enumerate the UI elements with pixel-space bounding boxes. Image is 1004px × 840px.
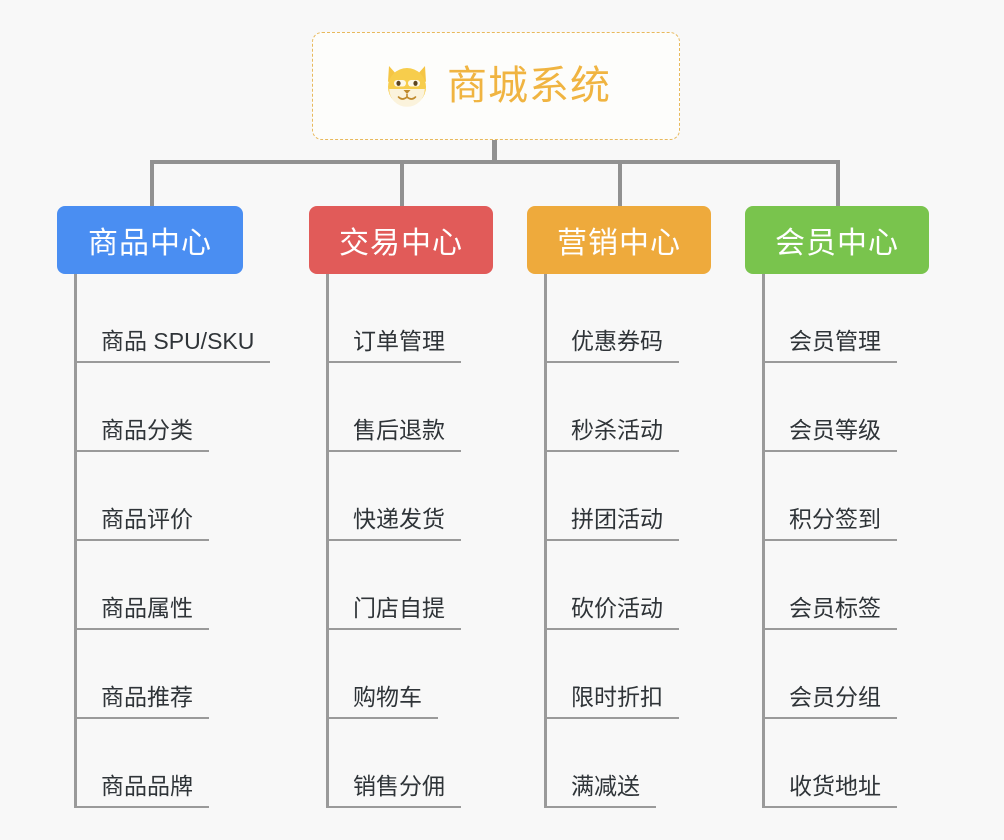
leaf-label: 积分签到 (789, 506, 881, 532)
leaf-item[interactable]: 商品推荐 (77, 630, 209, 719)
leaf-underline: 商品属性 (77, 594, 209, 630)
leaf-underline: 订单管理 (329, 327, 461, 363)
leaf-label: 商品分类 (101, 417, 193, 443)
category-card-trade-center[interactable]: 交易中心 (309, 206, 493, 274)
connector-drop-trade-center (400, 160, 404, 208)
leaf-underline: 商品品牌 (77, 772, 209, 808)
leaf-item[interactable]: 商品分类 (77, 363, 209, 452)
leaf-item[interactable]: 商品品牌 (77, 719, 209, 808)
leaf-underline: 销售分佣 (329, 772, 461, 808)
leaf-label: 门店自提 (353, 595, 445, 621)
leaf-item[interactable]: 快递发货 (329, 452, 461, 541)
leaf-item[interactable]: 商品属性 (77, 541, 209, 630)
leaf-underline: 售后退款 (329, 416, 461, 452)
connector-drop-marketing-center (618, 160, 622, 208)
leaf-item[interactable]: 门店自提 (329, 541, 461, 630)
leaf-underline: 会员管理 (765, 327, 897, 363)
leaf-underline: 快递发货 (329, 505, 461, 541)
leaf-underline: 商品分类 (77, 416, 209, 452)
leaf-label: 限时折扣 (571, 684, 663, 710)
leaf-underline: 满减送 (547, 772, 656, 808)
leaf-label: 会员管理 (789, 328, 881, 354)
leaf-item[interactable]: 会员等级 (765, 363, 897, 452)
leaf-label: 会员标签 (789, 595, 881, 621)
category-label: 营销中心 (557, 227, 681, 260)
root-node[interactable]: 商城系统 (312, 32, 680, 140)
leaf-item[interactable]: 收货地址 (765, 719, 897, 808)
leaf-item[interactable]: 砍价活动 (547, 541, 679, 630)
leaf-label: 商品品牌 (101, 773, 193, 799)
branch-spine (762, 274, 765, 808)
connector-horizontal-bus (150, 160, 840, 164)
leaf-item[interactable]: 秒杀活动 (547, 363, 679, 452)
leaf-underline: 会员等级 (765, 416, 897, 452)
leaf-underline: 商品评价 (77, 505, 209, 541)
leaf-item[interactable]: 会员标签 (765, 541, 897, 630)
leaf-item[interactable]: 会员管理 (765, 274, 897, 363)
leaf-item[interactable]: 售后退款 (329, 363, 461, 452)
leaf-item[interactable]: 积分签到 (765, 452, 897, 541)
connector-root-stem (492, 140, 497, 164)
leaf-item[interactable]: 会员分组 (765, 630, 897, 719)
leaf-underline: 收货地址 (765, 772, 897, 808)
leaf-underline: 商品推荐 (77, 683, 209, 719)
leaf-label: 满减送 (571, 773, 640, 799)
leaf-underline: 优惠券码 (547, 327, 679, 363)
leaf-label: 砍价活动 (571, 595, 663, 621)
leaf-label: 购物车 (353, 684, 422, 710)
leaf-label: 快递发货 (353, 506, 445, 532)
leaf-label: 会员分组 (789, 684, 881, 710)
leaf-underline: 秒杀活动 (547, 416, 679, 452)
branch-spine (326, 274, 329, 808)
leaf-item[interactable]: 拼团活动 (547, 452, 679, 541)
leaf-underline: 砍价活动 (547, 594, 679, 630)
category-card-product-center[interactable]: 商品中心 (57, 206, 243, 274)
leaf-label: 会员等级 (789, 417, 881, 443)
leaf-item[interactable]: 订单管理 (329, 274, 461, 363)
leaf-label: 拼团活动 (571, 506, 663, 532)
leaf-underline: 会员分组 (765, 683, 897, 719)
category-card-member-center[interactable]: 会员中心 (745, 206, 929, 274)
leaf-underline: 拼团活动 (547, 505, 679, 541)
category-card-marketing-center[interactable]: 营销中心 (527, 206, 711, 274)
root-title: 商城系统 (447, 64, 611, 108)
leaf-label: 商品 SPU/SKU (101, 328, 255, 354)
leaf-label: 优惠券码 (571, 328, 663, 354)
leaf-underline: 商品 SPU/SKU (77, 327, 271, 363)
branch-spine (544, 274, 547, 808)
leaf-underline: 会员标签 (765, 594, 897, 630)
leaf-label: 商品推荐 (101, 684, 193, 710)
leaf-item[interactable]: 销售分佣 (329, 719, 461, 808)
leaf-item[interactable]: 优惠券码 (547, 274, 679, 363)
leaf-item[interactable]: 商品评价 (77, 452, 209, 541)
leaf-label: 商品评价 (101, 506, 193, 532)
leaf-underline: 限时折扣 (547, 683, 679, 719)
leaf-label: 售后退款 (353, 417, 445, 443)
leaf-label: 收货地址 (789, 773, 881, 799)
leaf-item[interactable]: 商品 SPU/SKU (77, 274, 271, 363)
leaf-item[interactable]: 满减送 (547, 719, 656, 808)
leaf-label: 商品属性 (101, 595, 193, 621)
leaf-label: 秒杀活动 (571, 417, 663, 443)
leaf-label: 订单管理 (353, 328, 445, 354)
connector-drop-product-center (150, 160, 154, 208)
leaf-item[interactable]: 购物车 (329, 630, 438, 719)
leaf-underline: 门店自提 (329, 594, 461, 630)
branch-spine (74, 274, 77, 808)
dog-face-icon (381, 60, 433, 112)
category-label: 交易中心 (339, 227, 463, 260)
connector-drop-member-center (836, 160, 840, 208)
category-label: 商品中心 (88, 227, 212, 260)
leaf-item[interactable]: 限时折扣 (547, 630, 679, 719)
leaf-label: 销售分佣 (353, 773, 445, 799)
leaf-underline: 积分签到 (765, 505, 897, 541)
leaf-underline: 购物车 (329, 683, 438, 719)
category-label: 会员中心 (775, 227, 899, 260)
